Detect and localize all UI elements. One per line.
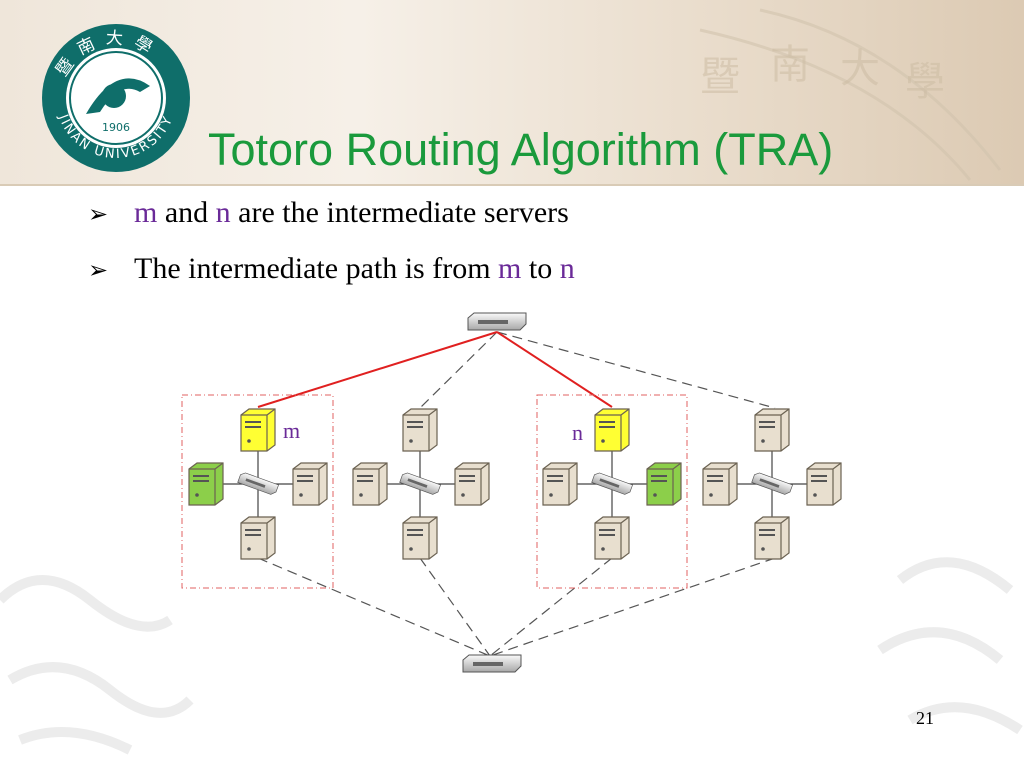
- server-icon: [702, 462, 738, 506]
- server-n-icon: [594, 408, 630, 452]
- server-green-icon: [646, 462, 682, 506]
- bullet-part: n: [559, 252, 575, 285]
- bullet-part: and: [157, 196, 216, 229]
- logo-year: 1906: [102, 121, 130, 134]
- bullet-part: m: [134, 196, 158, 229]
- server-icon: [754, 408, 790, 452]
- server-icon: [754, 516, 790, 560]
- server-icon: [402, 516, 438, 560]
- server-icon: [806, 462, 842, 506]
- top-switch: [467, 312, 527, 331]
- bullet-part: The intermediate path is from: [134, 252, 499, 285]
- dashed-link: [257, 557, 491, 657]
- dashed-link: [489, 557, 613, 657]
- arrow-bullet-icon: ➢: [88, 256, 109, 284]
- page-number: 21: [916, 708, 934, 728]
- bullet-item: ➢ m and n are the intermediate servers: [88, 196, 575, 252]
- label-m: m: [283, 418, 300, 443]
- bullet-part: to: [521, 252, 560, 285]
- server-icon: [402, 408, 438, 452]
- server-icon: [240, 516, 276, 560]
- bullet-item: ➢ The intermediate path is from m to n: [88, 252, 575, 308]
- slide-title: Totoro Routing Algorithm (TRA): [208, 124, 834, 175]
- server-icon: [542, 462, 578, 506]
- dashed-link: [489, 557, 776, 657]
- label-n: n: [572, 420, 583, 445]
- watermark-glyph: 學: [905, 59, 945, 105]
- dashed-link: [419, 557, 491, 657]
- watermark-glyph: 南: [770, 42, 810, 88]
- watermark-glyph: 大: [840, 46, 880, 92]
- arrow-bullet-icon: ➢: [88, 200, 109, 228]
- server-m-icon: [240, 408, 276, 452]
- bullet-part: n: [215, 196, 231, 229]
- path-link-m: [257, 331, 498, 408]
- server-icon: [454, 462, 490, 506]
- cluster-box-m: [181, 394, 334, 589]
- server-icon: [352, 462, 388, 506]
- path-link-n: [496, 331, 613, 408]
- bottom-switch: [462, 654, 522, 673]
- bullet-list: ➢ m and n are the intermediate servers ➢…: [88, 196, 575, 308]
- server-green-icon: [188, 462, 224, 506]
- watermark-glyph: 暨: [700, 54, 740, 100]
- dashed-link: [419, 331, 498, 409]
- bullet-part: are the intermediate servers: [230, 196, 569, 229]
- university-logo: 暨南大學 JINAN UNIVERSITY 1906: [42, 24, 190, 172]
- bullet-part: m: [498, 252, 522, 285]
- dashed-link: [496, 331, 776, 409]
- server-icon: [292, 462, 328, 506]
- cluster-box-n: [536, 394, 688, 589]
- server-icon: [594, 516, 630, 560]
